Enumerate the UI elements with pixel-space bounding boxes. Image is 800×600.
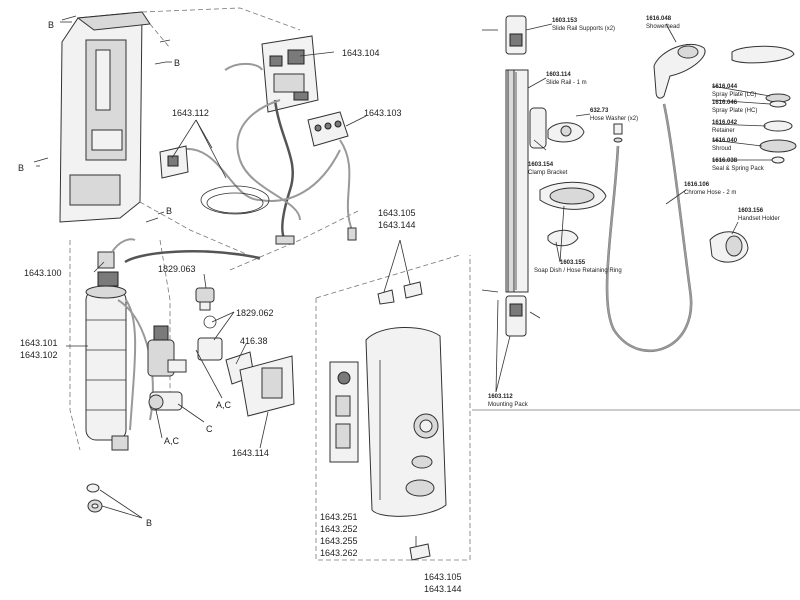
label-shroud: Shroud — [712, 146, 731, 152]
label-b-screw-top: B — [48, 20, 54, 30]
label-retainer: Retainer — [712, 128, 735, 134]
label-1616-046: 1616.046 — [712, 100, 738, 106]
label-1603-153: 1603.153 — [552, 18, 578, 24]
label-1616-044: 1616.044 — [712, 84, 738, 90]
label-632-73: 632.73 — [590, 108, 609, 114]
handset-holder — [709, 231, 749, 263]
label-ac-2: A,C — [164, 436, 180, 446]
solenoid-valve — [147, 325, 187, 377]
clamp-bracket — [529, 107, 585, 149]
label-clamp-bracket: Clamp Bracket — [528, 170, 568, 176]
label-c-1: C — [206, 424, 213, 434]
construction-lines — [69, 7, 471, 561]
label-1643-144-bottom: 1643.144 — [424, 584, 462, 594]
label-1643-255: 1643.255 — [320, 536, 358, 546]
label-1603-155: 1603.155 — [560, 260, 586, 266]
label-1643-252: 1643.252 — [320, 524, 358, 534]
pcb-board — [261, 35, 319, 113]
label-hose-washer: Hose Washer (x2) — [590, 116, 638, 122]
label-spray-plate-lc: Spray Plate (LC) — [712, 92, 756, 98]
right-labels: 1603.153 Slide Rail Supports (x2) 1603.1… — [488, 16, 780, 408]
label-1603-114: 1603.114 — [546, 72, 571, 78]
chrome-hose — [605, 103, 693, 353]
slide-rail-support-bottom — [481, 289, 541, 337]
hose-washer — [613, 123, 623, 143]
terminal-block — [307, 111, 357, 241]
label-1643-100: 1643.100 — [24, 268, 62, 278]
label-showerhead: Showerhead — [646, 24, 680, 30]
label-ac-1: A,C — [216, 400, 232, 410]
label-1643-251: 1643.251 — [320, 512, 358, 522]
top-clips — [377, 281, 423, 305]
label-1616-038: 1616.038 — [712, 158, 738, 164]
label-chrome-hose: Chrome Hose - 2 m — [684, 190, 736, 196]
label-slide-rail: Slide Rail - 1 m — [546, 80, 587, 86]
front-cover — [365, 327, 447, 517]
label-1616-106: 1616.106 — [684, 182, 710, 188]
cable-cover-1643-114 — [239, 355, 295, 417]
label-1643-101: 1643.101 — [20, 338, 58, 348]
leader-lines-right — [495, 23, 772, 393]
label-b-screw-mid: B — [166, 206, 172, 216]
screws — [33, 15, 171, 223]
grommet-parts — [86, 483, 103, 513]
leader-lines-left — [36, 21, 411, 519]
label-1643-105-top: 1643.105 — [378, 208, 416, 218]
label-b-bottom: B — [146, 518, 152, 528]
bottom-clip — [409, 536, 431, 561]
slide-rail — [505, 69, 529, 293]
label-416-38: 416.38 — [240, 336, 268, 346]
control-pcb — [329, 361, 359, 463]
label-slide-rail-supports: Slide Rail Supports (x2) — [552, 26, 615, 32]
label-spray-plate-hc: Spray Plate (HC) — [712, 108, 757, 114]
inlet-fitting — [148, 391, 183, 411]
label-1603-154: 1603.154 — [528, 162, 554, 168]
label-1643-114: 1643.114 — [232, 448, 269, 458]
label-mounting-pack: Mounting Pack — [488, 402, 529, 408]
label-1643-262: 1643.262 — [320, 548, 358, 558]
label-1643-104: 1643.104 — [342, 48, 380, 58]
label-1616-040: 1616.040 — [712, 138, 738, 144]
label-1643-105-bottom: 1643.105 — [424, 572, 462, 582]
label-1603-156: 1603.156 — [738, 208, 764, 214]
label-1643-112: 1643.112 — [172, 108, 209, 118]
switch-bracket — [159, 145, 189, 179]
heater-tank — [85, 271, 154, 451]
label-b-screw-top-right: B — [174, 58, 180, 68]
label-1643-144-top: 1643.144 — [378, 220, 416, 230]
label-1829-063: 1829.063 — [158, 264, 196, 274]
label-1829-062: 1829.062 — [236, 308, 274, 318]
left-labels: B B B B B 1643.104 1643.112 1643.103 164… — [18, 20, 462, 594]
label-1643-103: 1643.103 — [364, 108, 402, 118]
slide-rail-support-top — [482, 15, 527, 55]
label-handset-holder: Handset Holder — [738, 216, 780, 222]
coiled-cable — [200, 185, 270, 215]
label-1616-042: 1616.042 — [712, 120, 738, 126]
label-1616-048: 1616.048 — [646, 16, 672, 22]
wiring-harness — [177, 63, 341, 245]
spray-plate-stack — [731, 45, 797, 164]
label-soap-dish: Soap Dish / Hose Retaining Ring — [534, 268, 622, 274]
back-plate — [59, 11, 151, 223]
valve-stopcock-1829-063 — [195, 287, 223, 361]
label-1643-102: 1643.102 — [20, 350, 58, 360]
soap-dish — [539, 181, 607, 247]
label-1603-112: 1603.112 — [488, 394, 513, 400]
label-seal-spring-pack: Seal & Spring Pack — [712, 166, 765, 172]
showerhead — [653, 43, 706, 99]
label-b-screw-left: B — [18, 163, 24, 173]
